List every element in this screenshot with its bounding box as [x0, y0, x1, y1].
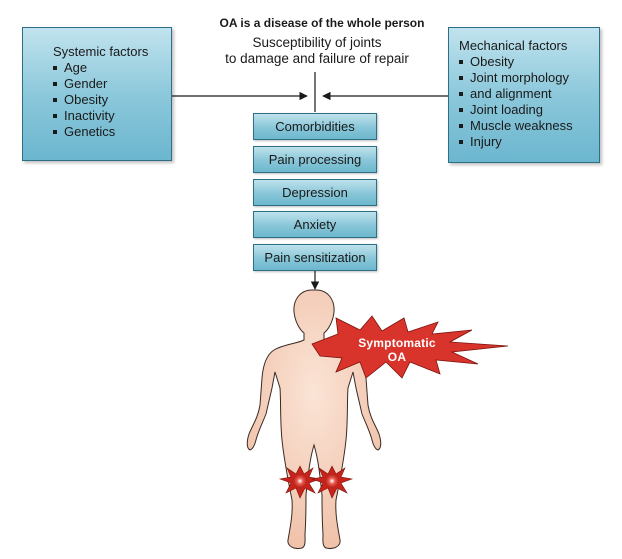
systemic-factor-item: Inactivity — [53, 108, 161, 124]
diagram-subtitle: Susceptibility of joints to damage and f… — [196, 35, 438, 67]
systemic-factors-box: Systemic factors Age Gender Obesity Inac… — [22, 27, 172, 161]
subtitle-line-2: to damage and failure of repair — [225, 51, 409, 66]
stack-box-comorbidities: Comorbidities — [253, 113, 377, 140]
mechanical-factors-box: Mechanical factors Obesity Joint morphol… — [448, 27, 600, 163]
systemic-factors-title: Systemic factors — [53, 44, 149, 59]
systemic-factor-item: Obesity — [53, 92, 161, 108]
mechanical-factors-title: Mechanical factors — [459, 38, 568, 53]
mechanical-factor-item: Injury — [459, 134, 589, 150]
stack-box-anxiety: Anxiety — [253, 211, 377, 238]
right-knee-burst — [310, 465, 354, 499]
diagram-title: OA is a disease of the whole person — [219, 16, 425, 30]
symptomatic-oa-burst — [311, 315, 509, 379]
systemic-factor-item: Gender — [53, 76, 161, 92]
symptomatic-oa-label: Symptomatic OA — [358, 336, 436, 364]
stack-box-depression: Depression — [253, 179, 377, 206]
systemic-factor-item: Genetics — [53, 124, 161, 140]
systemic-factor-item: Age — [53, 60, 161, 76]
systemic-factors-list: Age Gender Obesity Inactivity Genetics — [53, 60, 161, 140]
mechanical-factor-item-continuation: and alignment — [459, 86, 589, 102]
stack-box-pain-sensitization: Pain sensitization — [253, 244, 377, 271]
mechanical-factor-item: Joint morphology — [459, 70, 589, 86]
stack-box-pain-processing: Pain processing — [253, 146, 377, 173]
left-knee-burst — [278, 465, 322, 499]
mechanical-factor-item: Obesity — [459, 54, 589, 70]
mechanical-factor-item: Muscle weakness — [459, 118, 589, 134]
subtitle-line-1: Susceptibility of joints — [252, 35, 382, 50]
mechanical-factors-list: Obesity Joint morphology and alignment J… — [459, 54, 589, 150]
mechanical-factor-item: Joint loading — [459, 102, 589, 118]
